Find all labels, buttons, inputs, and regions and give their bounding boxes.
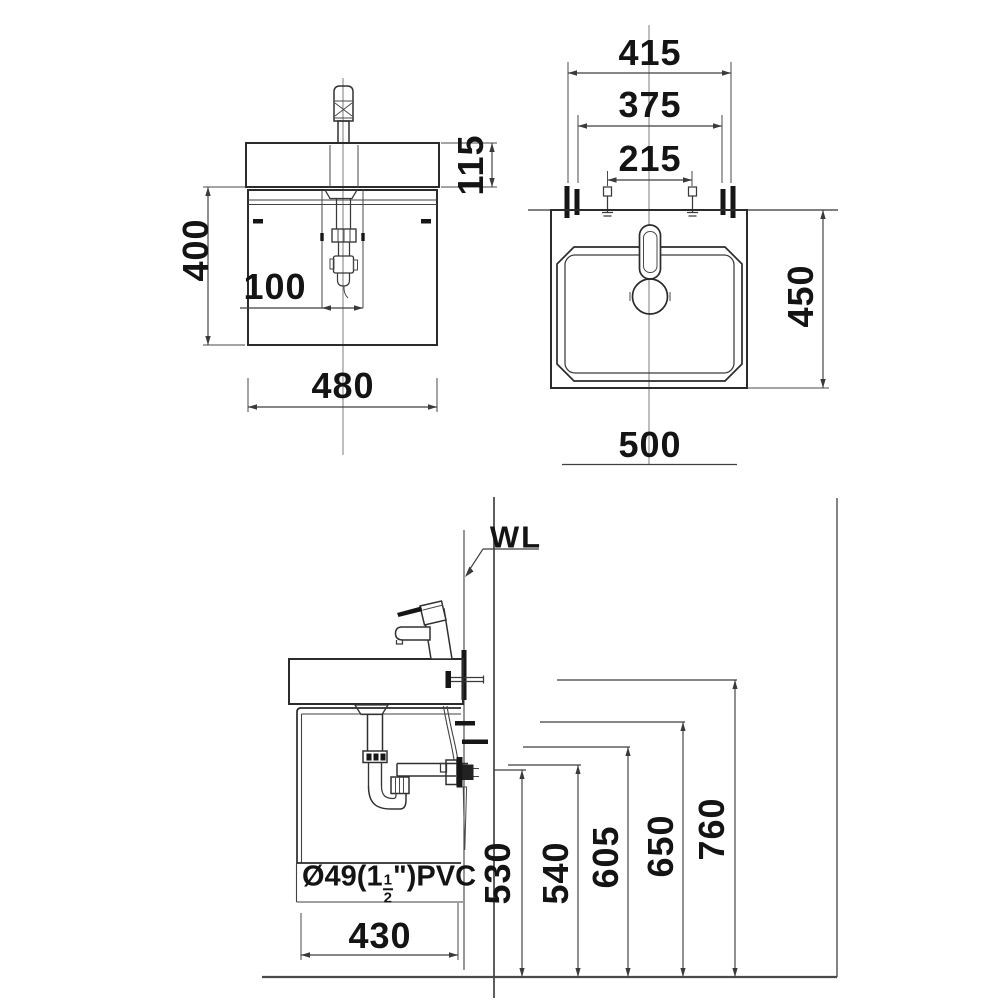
anchor-bolt [730, 186, 736, 218]
dim-basin-width: 500 [618, 424, 682, 465]
anchor-bolt [574, 189, 580, 215]
pipe-label-prefix: Ø49(1 [301, 860, 383, 893]
dim-drain-height: 530 [477, 841, 518, 905]
dim-faucet-hole-span: 215 [618, 138, 682, 179]
dim-rim-height: 760 [691, 797, 732, 861]
pipe-label-suffix: ")PVC [392, 860, 477, 893]
dim-hole-span-outer: 415 [618, 32, 682, 73]
top-view [528, 25, 838, 466]
dim-height-605: 605 [585, 825, 626, 889]
door-handle-left [253, 219, 263, 224]
drain-hole [631, 278, 669, 315]
dim-cabinet-depth: 430 [348, 915, 412, 956]
dim-basin-height: 115 [450, 134, 491, 196]
side-view [262, 497, 838, 998]
dim-basin-depth: 450 [780, 264, 821, 328]
dim-cabinet-height: 400 [175, 218, 216, 282]
dim-height-650: 650 [640, 814, 681, 878]
dim-anchor-span: 375 [618, 84, 682, 125]
dim-height-540: 540 [535, 841, 576, 905]
faucet-lever [397, 606, 423, 617]
anchor-bolt [720, 189, 726, 215]
dim-cabinet-width: 480 [311, 365, 375, 406]
door-handle-right [421, 219, 431, 224]
anchor-bolt [564, 186, 570, 218]
front-view [203, 78, 497, 455]
drain-flange [456, 757, 463, 788]
dim-supply-spacing: 100 [243, 266, 307, 307]
water-line-label: WL [489, 519, 543, 555]
